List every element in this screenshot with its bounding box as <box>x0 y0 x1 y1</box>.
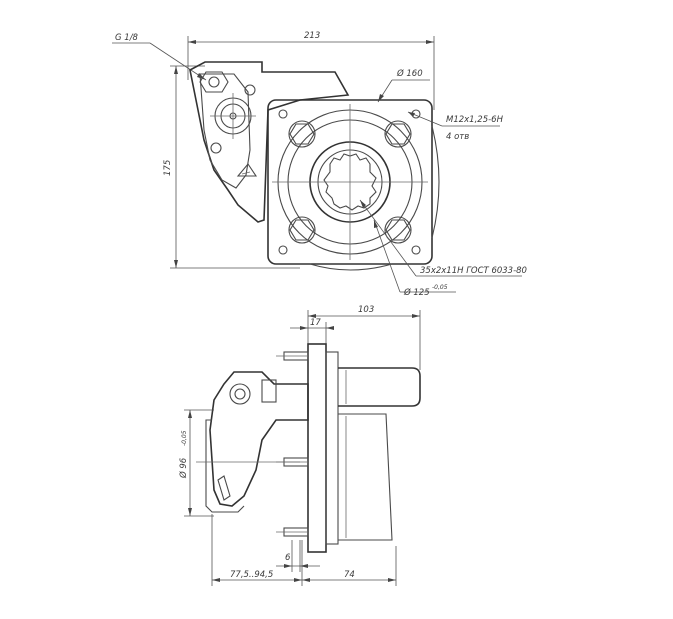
mounting-flange <box>267 99 440 271</box>
spline-leader: 35x2x11H ГОСТ 6033-80 <box>359 199 527 277</box>
pilot-leader: Ø 125 -0,05 <box>373 219 456 298</box>
body-dia-label: Ø 96 <box>178 457 189 479</box>
height-dim-label: 175 <box>163 160 173 176</box>
bottom-dimensions: 77,5..94,5 74 <box>211 514 397 586</box>
spline-label: 35x2x11H ГОСТ 6033-80 <box>420 266 527 276</box>
bolt-thread-label: M12x1,25-6H <box>446 115 504 125</box>
bolt-circle-leader: Ø 160 <box>377 68 430 103</box>
port-label: G 1/8 <box>115 33 139 43</box>
bolt-count-label: 4 отв <box>446 132 469 142</box>
pilot-tol-label: -0,05 <box>432 284 448 291</box>
valve-bracket <box>189 61 350 223</box>
shaft-length-dimension: 103 <box>307 305 421 370</box>
left-offset-label: 77,5..94,5 <box>230 570 273 580</box>
flange-dim-label: 17 <box>310 318 321 328</box>
pump-side-outline <box>196 343 421 553</box>
pilot-dia-label: Ø 125 <box>403 287 430 298</box>
shaft-length-label: 103 <box>358 305 374 315</box>
port-leader: G 1/8 <box>112 33 207 81</box>
bolt-circle-label: Ø 160 <box>396 68 423 79</box>
gap-dim-label: 6 <box>285 553 291 563</box>
width-dim-label: 213 <box>304 31 320 41</box>
gap-dimension: 6 <box>276 540 320 572</box>
bolt-holes <box>278 109 421 255</box>
height-dimension: 175 <box>163 65 300 269</box>
body-diameter-dimension: Ø 96 -0,05 <box>178 409 214 517</box>
width-dimension: 213 <box>187 31 435 110</box>
top-view: 213 G 1/8 175 <box>112 31 527 298</box>
flange-dimension: 17 <box>290 318 334 345</box>
body-dia-tol-label: -0,05 <box>181 430 188 446</box>
bolt-thread-leader: M12x1,25-6H 4 отв <box>407 111 504 142</box>
side-view: 103 17 <box>178 305 421 586</box>
right-dim-label: 74 <box>344 570 355 580</box>
